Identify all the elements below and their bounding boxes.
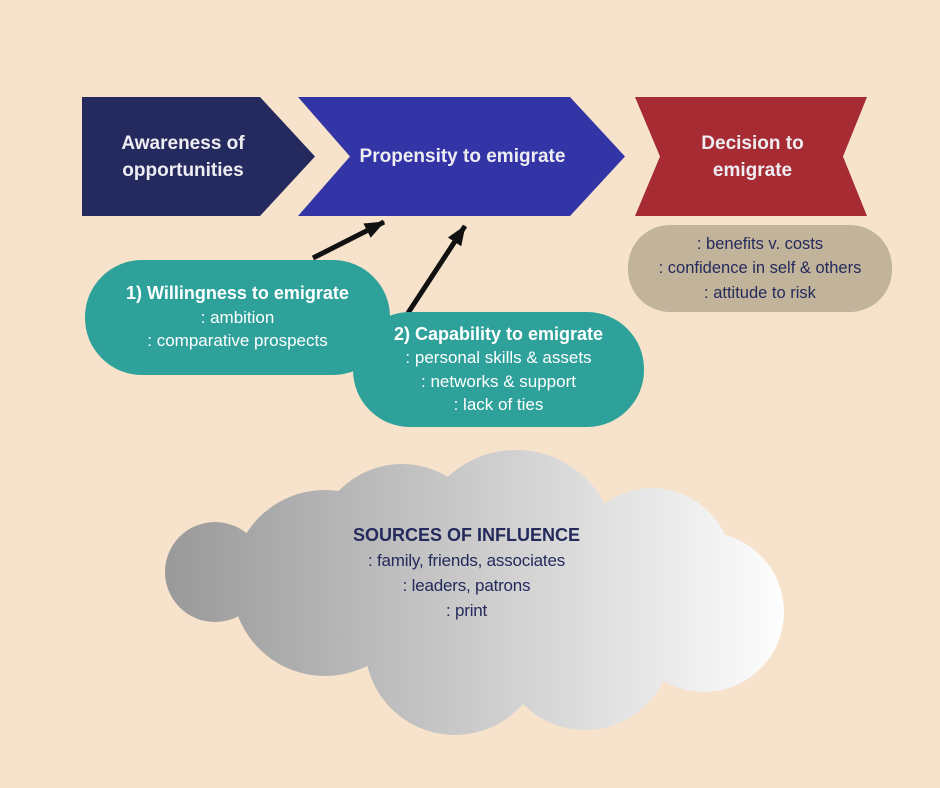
cloud-lobe bbox=[365, 555, 545, 735]
decision-factors-box: : benefits v. costs : confidence in self… bbox=[628, 225, 892, 312]
decision-factor-line: : benefits v. costs bbox=[696, 234, 824, 253]
capability-title: 2) Capability to emigrate bbox=[393, 323, 604, 344]
capability-to-propensity-arrow bbox=[405, 224, 468, 315]
propensity-banner-label: Propensity to emigrate bbox=[359, 146, 566, 167]
decision-factor-line: : confidence in self & others bbox=[658, 259, 862, 278]
sources-line: : family, friends, associates bbox=[367, 551, 565, 570]
sources-title: SOURCES OF INFLUENCE bbox=[352, 525, 580, 545]
willingness-to-propensity-arrow bbox=[311, 219, 386, 261]
willingness-title: 1) Willingness to emigrate bbox=[126, 283, 349, 304]
willingness-box: 1) Willingness to emigrate : ambition : … bbox=[85, 260, 390, 375]
decision-banner-shape bbox=[635, 97, 867, 216]
willingness-line: : comparative prospects bbox=[147, 331, 328, 351]
capability-line: : networks & support bbox=[421, 371, 576, 391]
cloud-lobe bbox=[624, 532, 784, 692]
decision-banner-label: Decision to emigrate bbox=[701, 132, 804, 181]
awareness-banner-shape bbox=[82, 97, 315, 216]
sources-influence-cloud bbox=[165, 450, 784, 735]
sources-line: : leaders, patrons bbox=[402, 575, 531, 595]
capability-box: 2) Capability to emigrate : personal ski… bbox=[353, 312, 644, 427]
awareness-banner-label: Awareness of opportunities bbox=[121, 132, 245, 181]
capability-line: : personal skills & assets bbox=[405, 348, 592, 367]
propensity-banner-shape bbox=[298, 97, 625, 216]
sources-line: : print bbox=[445, 600, 488, 620]
capability-line: : lack of ties bbox=[453, 395, 544, 414]
sources-influence-text: SOURCES OF INFLUENCE : family, friends, … bbox=[299, 521, 634, 623]
willingness-line: : ambition bbox=[200, 307, 275, 327]
decision-factor-line: : attitude to risk bbox=[704, 283, 816, 302]
